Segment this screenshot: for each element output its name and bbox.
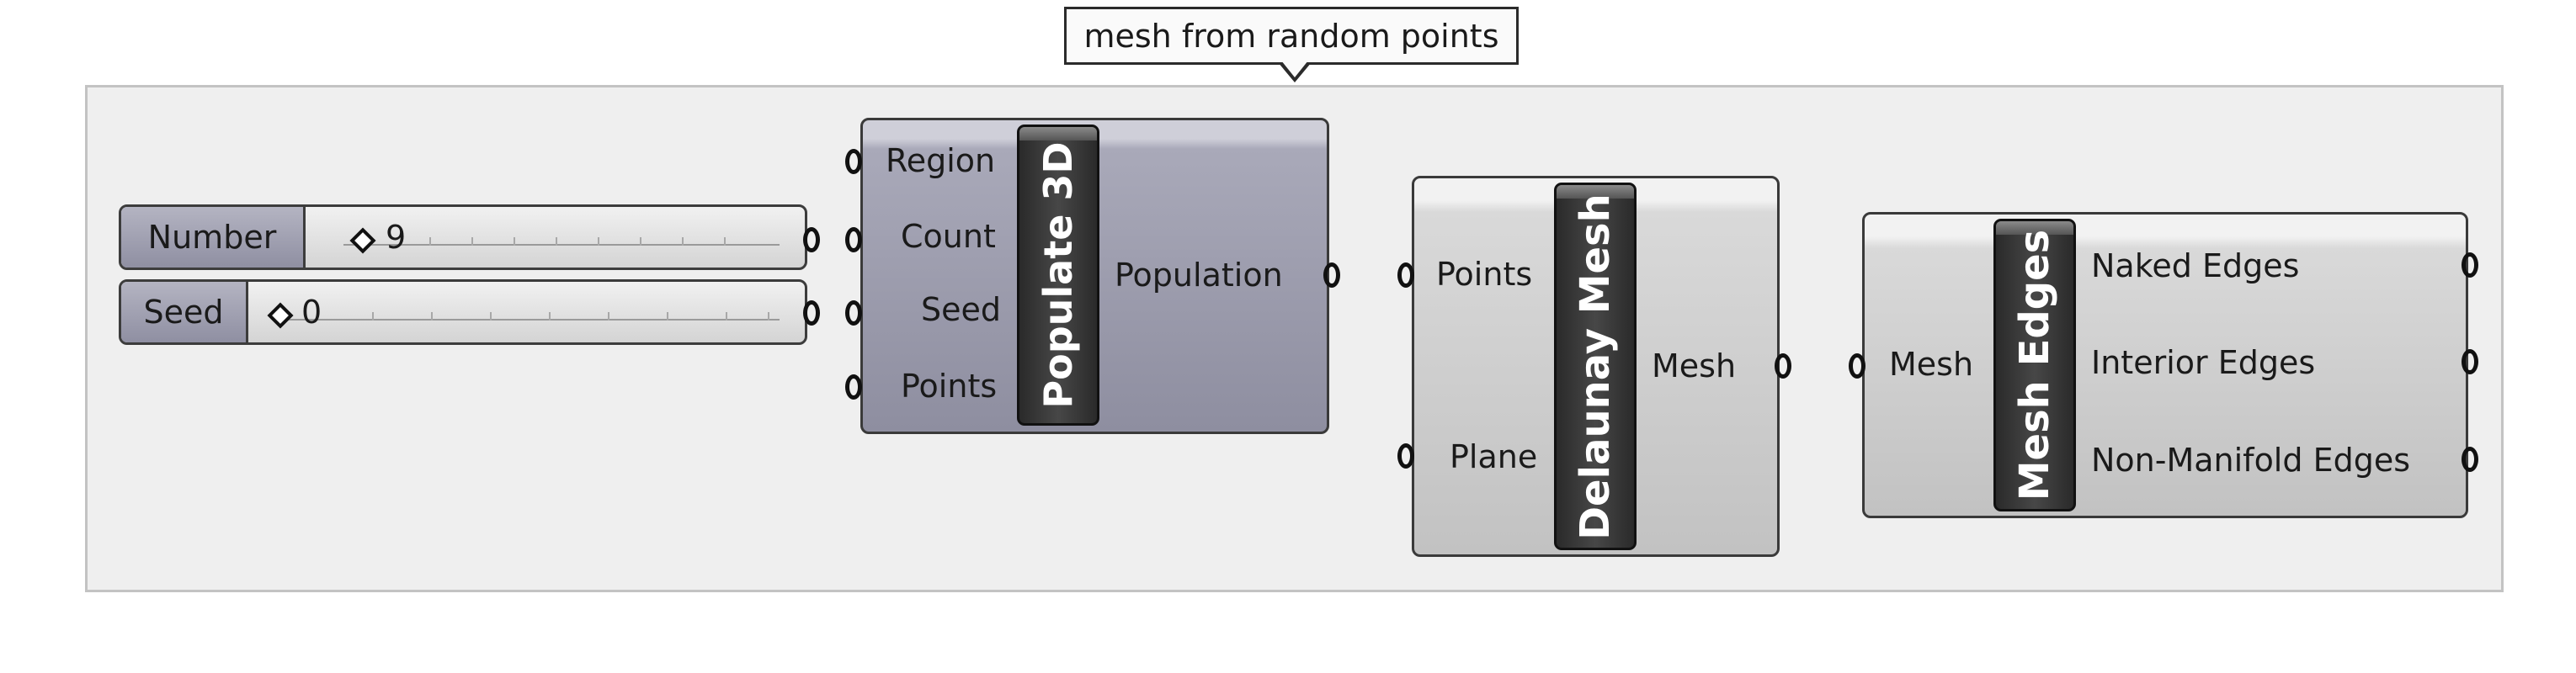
- slider-track[interactable]: 0: [246, 282, 780, 342]
- interior-edges-output-grip[interactable]: [2462, 349, 2478, 374]
- populate-3d-title-bar[interactable]: Populate 3D: [1017, 125, 1099, 426]
- region-input-grip[interactable]: [845, 149, 862, 174]
- input-mesh: Mesh: [1889, 346, 1974, 383]
- output-interior-edges: Interior Edges: [2091, 344, 2316, 381]
- naked-edges-output-grip[interactable]: [2462, 252, 2478, 278]
- points-input-grip[interactable]: [845, 374, 862, 400]
- mesh-output-grip[interactable]: [1775, 353, 1791, 379]
- input-seed: Seed: [921, 291, 1001, 328]
- component-title: Populate 3D: [1035, 141, 1081, 409]
- slider-value: 9: [386, 219, 407, 256]
- callout-tail-inner: [1281, 61, 1308, 77]
- slider-handle-icon[interactable]: [349, 227, 376, 254]
- points-input-grip[interactable]: [1397, 262, 1414, 288]
- population-output-grip[interactable]: [1323, 262, 1340, 288]
- output-non-manifold-edges: Non-Manifold Edges: [2091, 442, 2410, 479]
- component-title: Mesh Edges: [2011, 229, 2058, 501]
- non-manifold-edges-output-grip[interactable]: [2462, 447, 2478, 472]
- slider-handle-icon[interactable]: [267, 302, 294, 329]
- plane-input-grip[interactable]: [1397, 443, 1414, 469]
- input-region: Region: [886, 142, 996, 179]
- group-label: mesh from random points: [1064, 7, 1519, 65]
- output-population: Population: [1115, 257, 1283, 294]
- component-title: Delaunay Mesh: [1572, 193, 1619, 540]
- output-mesh: Mesh: [1652, 347, 1737, 384]
- input-points: Points: [1436, 256, 1533, 293]
- slider-track[interactable]: 9: [303, 207, 780, 268]
- count-input-grip[interactable]: [845, 227, 862, 252]
- input-plane: Plane: [1450, 438, 1538, 475]
- seed-slider[interactable]: Seed 0: [119, 279, 807, 345]
- slider-name: Number: [121, 207, 306, 268]
- number-output-grip[interactable]: [803, 227, 820, 252]
- mesh-input-grip[interactable]: [1849, 353, 1865, 379]
- slider-name: Seed: [121, 282, 248, 342]
- output-naked-edges: Naked Edges: [2091, 247, 2300, 284]
- input-points: Points: [901, 368, 998, 405]
- slider-value: 0: [301, 294, 322, 331]
- seed-input-grip[interactable]: [845, 300, 862, 326]
- input-count: Count: [901, 218, 996, 255]
- delaunay-mesh-title-bar[interactable]: Delaunay Mesh: [1554, 183, 1637, 550]
- number-slider[interactable]: Number 9: [119, 204, 807, 270]
- mesh-edges-title-bar[interactable]: Mesh Edges: [1993, 219, 2076, 511]
- seed-output-grip[interactable]: [803, 300, 820, 326]
